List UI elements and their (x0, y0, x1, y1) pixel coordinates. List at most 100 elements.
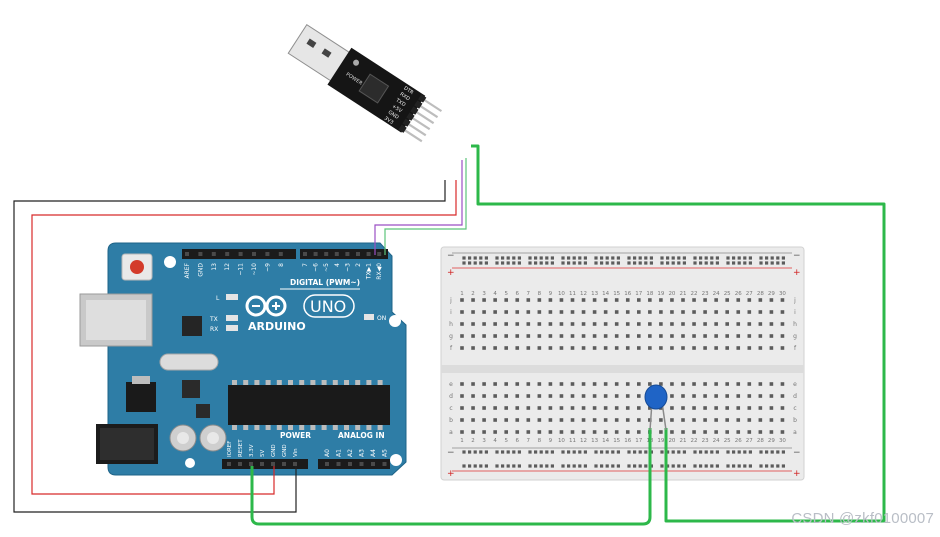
rail-hole[interactable] (550, 464, 554, 468)
breadboard-hole[interactable] (769, 298, 774, 302)
rail-hole[interactable] (715, 464, 719, 468)
breadboard-hole[interactable] (581, 406, 586, 410)
breadboard-hole[interactable] (714, 298, 718, 302)
rail-hole[interactable] (506, 450, 510, 454)
rail-hole[interactable] (770, 464, 774, 468)
breadboard-hole[interactable] (493, 334, 497, 338)
breadboard-hole[interactable] (493, 418, 497, 422)
rail-hole[interactable] (682, 256, 686, 260)
rail-hole[interactable] (611, 256, 615, 260)
rail-hole[interactable] (682, 464, 686, 468)
rail-hole[interactable] (765, 464, 769, 468)
breadboard-hole[interactable] (614, 346, 619, 350)
breadboard-hole[interactable] (559, 382, 564, 386)
rail-hole[interactable] (506, 464, 510, 468)
breadboard-hole[interactable] (747, 418, 752, 422)
breadboard-hole[interactable] (736, 310, 741, 314)
rail-hole[interactable] (633, 261, 637, 265)
rail-hole[interactable] (693, 261, 697, 265)
rail-hole[interactable] (583, 261, 587, 265)
header-socket[interactable] (249, 462, 253, 466)
rail-hole[interactable] (732, 261, 736, 265)
rail-hole[interactable] (611, 450, 615, 454)
breadboard-hole[interactable] (570, 430, 575, 434)
breadboard-hole[interactable] (614, 322, 619, 326)
header-socket[interactable] (382, 462, 387, 466)
breadboard-hole[interactable] (769, 346, 774, 350)
rail-hole[interactable] (781, 450, 785, 454)
rail-hole[interactable] (506, 261, 510, 265)
breadboard-hole[interactable] (725, 322, 729, 326)
breadboard-hole[interactable] (780, 394, 785, 398)
breadboard-hole[interactable] (570, 334, 575, 338)
header-socket[interactable] (356, 252, 360, 256)
rail-hole[interactable] (776, 450, 780, 454)
rail-hole[interactable] (512, 261, 516, 265)
rail-hole[interactable] (567, 450, 571, 454)
breadboard-hole[interactable] (648, 334, 652, 338)
rail-hole[interactable] (528, 261, 532, 265)
breadboard-hole[interactable] (548, 430, 553, 434)
breadboard-hole[interactable] (747, 334, 752, 338)
breadboard-hole[interactable] (460, 298, 464, 302)
rail-hole[interactable] (759, 464, 763, 468)
rail-hole[interactable] (710, 261, 714, 265)
header-socket[interactable] (227, 462, 231, 466)
breadboard-hole[interactable] (471, 298, 475, 302)
rail-hole[interactable] (539, 256, 543, 260)
breadboard-hole[interactable] (493, 322, 497, 326)
rail-hole[interactable] (517, 261, 521, 265)
rail-hole[interactable] (539, 450, 543, 454)
breadboard-hole[interactable] (581, 334, 586, 338)
rail-hole[interactable] (473, 261, 477, 265)
rail-hole[interactable] (567, 256, 571, 260)
breadboard-hole[interactable] (614, 406, 619, 410)
rail-hole[interactable] (468, 256, 472, 260)
breadboard-hole[interactable] (648, 322, 652, 326)
breadboard-hole[interactable] (736, 346, 741, 350)
breadboard-hole[interactable] (769, 382, 774, 386)
rail-hole[interactable] (710, 256, 714, 260)
breadboard-hole[interactable] (659, 418, 663, 422)
rail-hole[interactable] (594, 256, 598, 260)
rail-hole[interactable] (501, 261, 505, 265)
breadboard-hole[interactable] (758, 322, 763, 326)
rail-hole[interactable] (605, 261, 609, 265)
rail-hole[interactable] (737, 256, 741, 260)
breadboard-hole[interactable] (493, 406, 497, 410)
breadboard-hole[interactable] (471, 418, 475, 422)
rail-hole[interactable] (776, 464, 780, 468)
rail-hole[interactable] (638, 256, 642, 260)
breadboard-hole[interactable] (758, 430, 763, 434)
header-socket[interactable] (366, 252, 371, 256)
rail-hole[interactable] (484, 261, 488, 265)
rail-hole[interactable] (666, 450, 670, 454)
rail-hole[interactable] (710, 464, 714, 468)
rail-hole[interactable] (726, 450, 730, 454)
header-socket[interactable] (293, 462, 297, 466)
header-socket[interactable] (336, 462, 341, 466)
breadboard-hole[interactable] (780, 322, 785, 326)
rail-hole[interactable] (495, 450, 499, 454)
breadboard-hole[interactable] (769, 310, 774, 314)
breadboard-hole[interactable] (526, 418, 531, 422)
breadboard-hole[interactable] (692, 418, 696, 422)
breadboard-hole[interactable] (537, 418, 542, 422)
breadboard-hole[interactable] (548, 382, 553, 386)
breadboard-hole[interactable] (570, 310, 575, 314)
rail-hole[interactable] (462, 464, 466, 468)
breadboard-hole[interactable] (460, 430, 464, 434)
breadboard-hole[interactable] (703, 382, 707, 386)
breadboard-hole[interactable] (482, 346, 486, 350)
breadboard-hole[interactable] (681, 394, 685, 398)
header-socket[interactable] (313, 252, 318, 256)
rail-hole[interactable] (699, 450, 703, 454)
breadboard-hole[interactable] (614, 418, 619, 422)
breadboard-hole[interactable] (548, 418, 553, 422)
rail-hole[interactable] (770, 261, 774, 265)
rail-hole[interactable] (748, 450, 752, 454)
breadboard-hole[interactable] (648, 406, 652, 410)
rail-hole[interactable] (578, 464, 582, 468)
breadboard-hole[interactable] (703, 418, 707, 422)
breadboard-hole[interactable] (603, 418, 608, 422)
